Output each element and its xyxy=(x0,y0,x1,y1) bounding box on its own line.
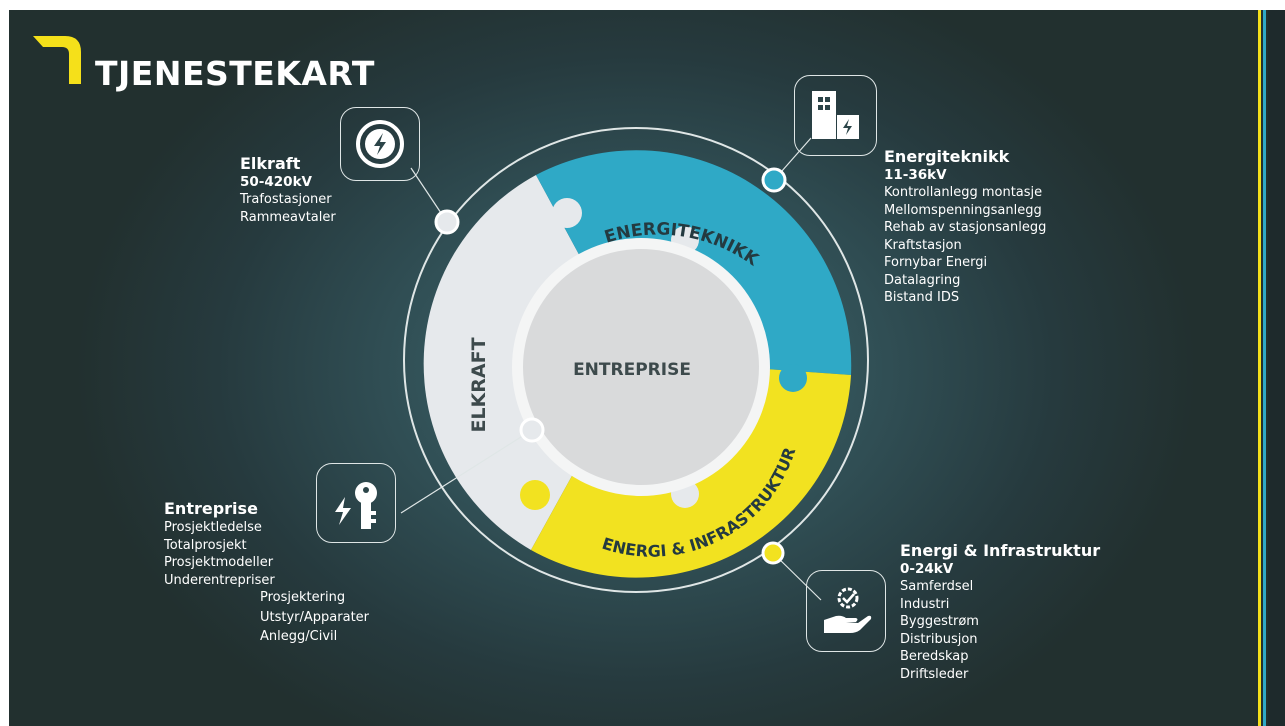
logo-icon xyxy=(33,36,81,84)
panel-elkraft: Elkraft 50-420kV Trafostasjoner Rammeavt… xyxy=(240,154,336,226)
connector-line xyxy=(400,429,533,514)
panel-energi-infra-title: Energi & Infrastruktur xyxy=(900,541,1101,560)
panel-energiteknikk-title: Energiteknikk xyxy=(884,147,1010,166)
lightning-bolt-circle-icon xyxy=(355,119,404,168)
list-item: Rehab av stasjonsanlegg xyxy=(884,220,1047,235)
list-item: Datalagring xyxy=(884,272,961,288)
elkraft-icon-box xyxy=(340,107,420,181)
panel-energiteknikk-voltage: 11-36kV xyxy=(884,167,947,183)
bolt-key-icon xyxy=(334,481,377,529)
list-item: Kontrollanlegg montasje xyxy=(884,185,1043,200)
center-label: ENTREPRISE xyxy=(573,360,691,380)
sub-list-item: Prosjektering xyxy=(260,590,346,605)
node-elkraft xyxy=(434,209,460,235)
list-item: Prosjektledelse xyxy=(164,520,262,535)
panel-energi-infra: Energi & Infrastruktur 0-24kV Samferdsel… xyxy=(900,541,1100,683)
list-item: Beredskap xyxy=(900,649,969,664)
list-item: Driftsleder xyxy=(900,666,969,682)
panel-entreprise: Entreprise Prosjektledelse Totalprosjekt… xyxy=(164,499,369,646)
accent-stripes xyxy=(1258,10,1285,726)
sub-list-item: Anlegg/Civil xyxy=(260,629,338,644)
puzzle-knob xyxy=(552,198,582,228)
panel-entreprise-title: Entreprise xyxy=(164,499,258,518)
list-item: Industri xyxy=(900,596,950,612)
node-energi-infra xyxy=(761,541,785,565)
panel-elkraft-title: Elkraft xyxy=(240,154,301,173)
list-item: Bistand IDS xyxy=(884,290,960,305)
page-title: TJENESTEKART xyxy=(95,54,375,93)
building-power-icon xyxy=(811,90,859,139)
ring-label-elkraft: ELKRAFT xyxy=(468,337,490,432)
panel-energiteknikk: Energiteknikk 11-36kV Kontrollanlegg mon… xyxy=(884,147,1046,307)
list-item: Fornybar Energi xyxy=(884,255,988,270)
entreprise-icon-box xyxy=(316,463,396,543)
list-item: Totalprosjekt xyxy=(164,537,247,553)
hand-check-gear-icon xyxy=(823,587,871,633)
list-item: Kraftstasjon xyxy=(884,237,962,253)
list-item: Trafostasjoner xyxy=(240,192,332,207)
outer-ring xyxy=(403,127,869,593)
panel-energi-infra-voltage: 0-24kV xyxy=(900,561,954,577)
sub-list-item: Utstyr/Apparater xyxy=(260,609,370,625)
list-item: Samferdsel xyxy=(900,579,974,594)
sub-list: Prosjektering Utstyr/Apparater Anlegg/Ci… xyxy=(164,589,369,646)
center-disc xyxy=(523,249,759,485)
energi-infra-icon-box xyxy=(806,570,886,652)
puzzle-knob xyxy=(779,364,807,392)
node-energiteknikk xyxy=(761,167,787,193)
list-item: Mellomspenningsanlegg xyxy=(884,202,1042,218)
node-entreprise xyxy=(519,417,545,443)
list-item: Rammeavtaler xyxy=(240,209,336,225)
list-item: Byggestrøm xyxy=(900,614,979,629)
puzzle-knob xyxy=(495,308,523,336)
diagram-canvas: TJENESTEKART ENTREPRISE ELKRAFT ENERGITE… xyxy=(9,10,1285,726)
list-item: Underentrepriser xyxy=(164,572,275,588)
puzzle-knob xyxy=(520,480,550,510)
service-ring-diagram: ENTREPRISE ELKRAFT ENERGITEKNIKK ENERGI … xyxy=(400,127,869,601)
list-item: Prosjektmodeller xyxy=(164,555,274,570)
panel-elkraft-voltage: 50-420kV xyxy=(240,174,312,190)
energiteknikk-icon-box xyxy=(794,75,877,156)
list-item: Distribusjon xyxy=(900,631,978,647)
